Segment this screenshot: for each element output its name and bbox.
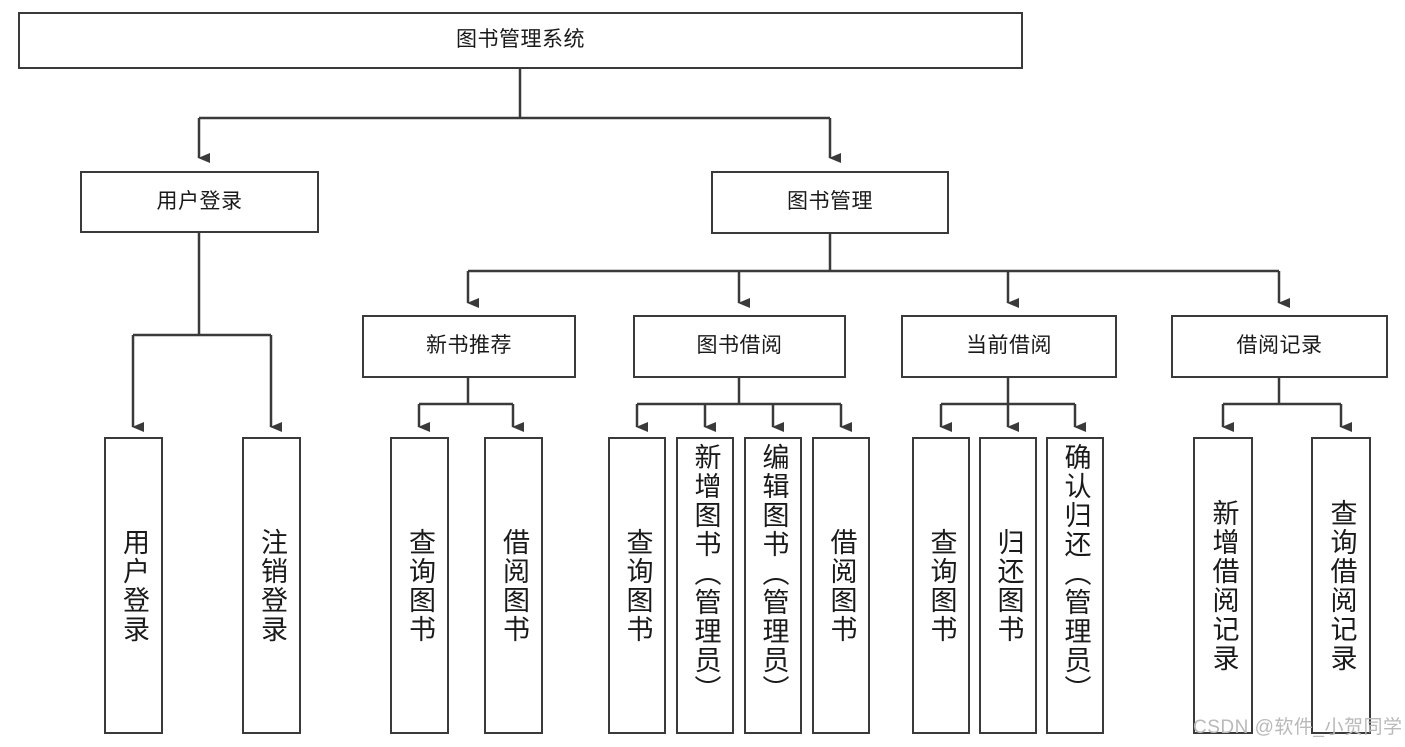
node-new-book-recommend[interactable]: 新书推荐 [362, 315, 576, 378]
leaf-current-return-book[interactable]: 归还图书 [979, 437, 1037, 734]
node-label: 借阅图书 [826, 527, 857, 644]
node-label: 编辑图书（管理员） [758, 443, 789, 704]
leaf-record-add-record[interactable]: 新增借阅记录 [1193, 437, 1253, 734]
node-label: 新增借阅记录 [1208, 498, 1239, 673]
node-label: 当前借阅 [966, 334, 1052, 358]
node-label: 归还图书 [993, 527, 1024, 644]
node-label: 新增图书（管理员） [690, 443, 721, 704]
node-label: 确认归还（管理员） [1060, 443, 1091, 704]
node-borrow-record[interactable]: 借阅记录 [1171, 315, 1388, 378]
node-label: 图书管理 [787, 190, 873, 214]
leaf-borrow-add-book-admin[interactable]: 新增图书（管理员） [676, 437, 734, 734]
leaf-user-login-login[interactable]: 用户登录 [104, 437, 163, 734]
leaf-borrow-borrow-book[interactable]: 借阅图书 [812, 437, 870, 734]
leaf-borrow-query-book[interactable]: 查询图书 [608, 437, 666, 734]
node-book-management[interactable]: 图书管理 [711, 171, 949, 234]
node-root-system[interactable]: 图书管理系统 [18, 12, 1023, 69]
leaf-current-query-book[interactable]: 查询图书 [912, 437, 970, 734]
node-user-login[interactable]: 用户登录 [80, 171, 319, 233]
node-label: 查询图书 [926, 527, 957, 644]
leaf-current-confirm-return-admin[interactable]: 确认归还（管理员） [1046, 437, 1104, 734]
node-label: 注销登录 [257, 527, 287, 644]
leaf-new-book-borrow[interactable]: 借阅图书 [484, 437, 543, 734]
leaf-record-query-record[interactable]: 查询借阅记录 [1311, 437, 1371, 734]
node-label: 查询图书 [405, 527, 435, 644]
node-label: 图书借阅 [696, 334, 783, 358]
node-label: 查询借阅记录 [1326, 498, 1357, 673]
node-label: 借阅图书 [499, 527, 529, 644]
node-label: 用户登录 [156, 189, 243, 213]
leaf-borrow-edit-book-admin[interactable]: 编辑图书（管理员） [744, 437, 802, 734]
node-book-borrow[interactable]: 图书借阅 [633, 315, 846, 378]
leaf-user-login-logout[interactable]: 注销登录 [242, 437, 301, 734]
node-label: 新书推荐 [426, 334, 512, 358]
node-label: 用户登录 [119, 527, 149, 644]
node-label: 图书管理系统 [456, 28, 585, 52]
node-label: 借阅记录 [1236, 334, 1323, 358]
node-current-borrow[interactable]: 当前借阅 [901, 315, 1117, 378]
node-label: 查询图书 [622, 527, 653, 644]
leaf-new-book-query[interactable]: 查询图书 [390, 437, 449, 734]
watermark: CSDN @软件_小贺同学 [1193, 717, 1403, 738]
